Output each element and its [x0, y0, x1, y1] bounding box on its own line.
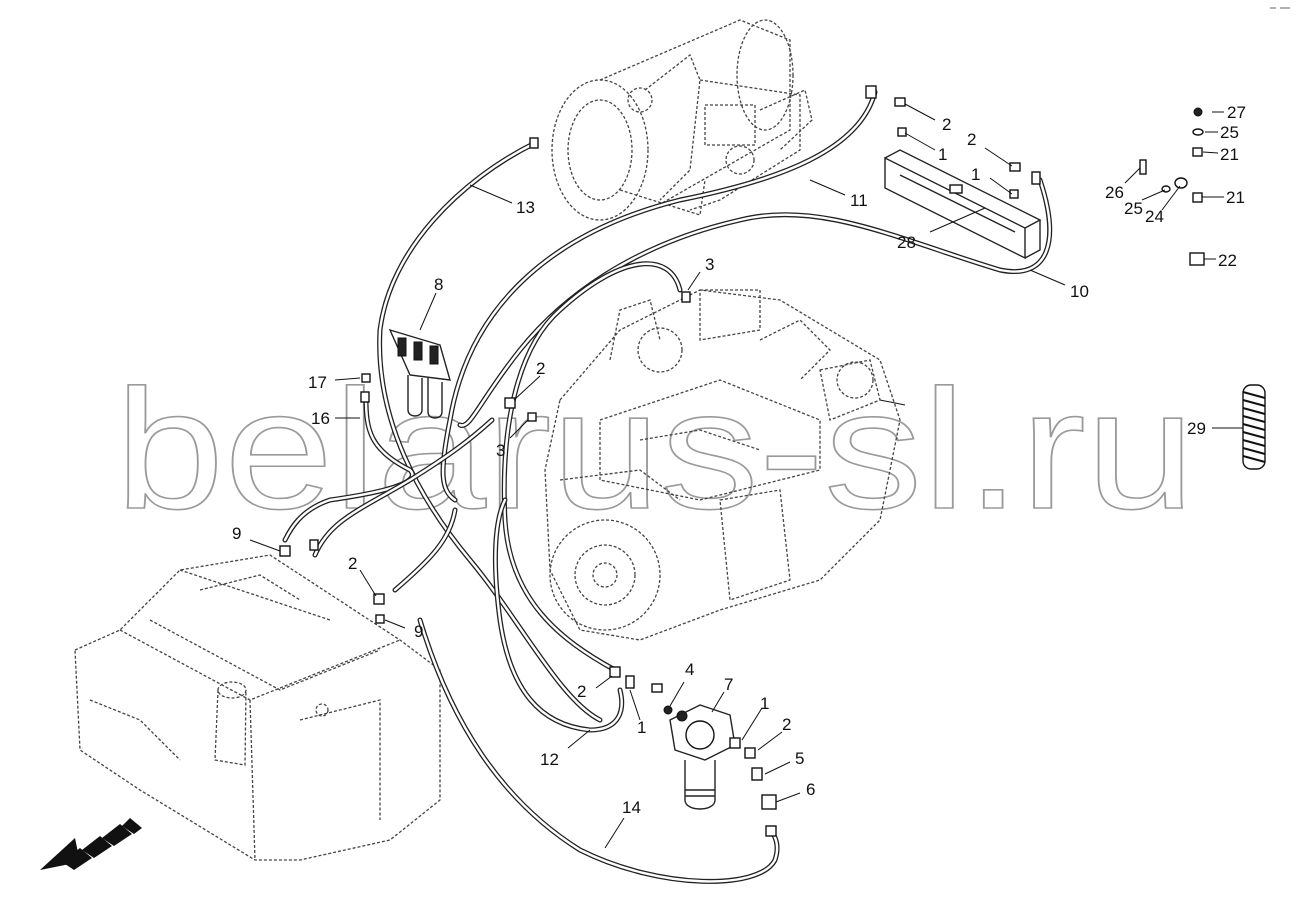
label-2: 2 — [967, 130, 976, 149]
label-10: 10 — [1070, 282, 1089, 301]
air-cleaner-assembly — [551, 19, 813, 221]
hoses — [282, 89, 1053, 884]
label-16: 16 — [311, 409, 330, 428]
fuel-tank — [74, 554, 441, 861]
label-2: 2 — [536, 359, 545, 378]
label-4: 4 — [685, 660, 694, 679]
label-12: 12 — [540, 750, 559, 769]
leader-lines — [249, 103, 1243, 849]
label-1: 1 — [637, 718, 646, 737]
label-2: 2 — [577, 682, 586, 701]
label-7: 7 — [724, 675, 733, 694]
watermark: belarus-sl.ru — [114, 354, 1196, 546]
label-21: 21 — [1226, 188, 1245, 207]
label-28: 28 — [897, 233, 916, 252]
label-3: 3 — [496, 441, 505, 460]
label-25: 25 — [1124, 199, 1143, 218]
fuel-cooler-28 — [884, 149, 1042, 260]
label-9: 9 — [232, 524, 241, 543]
label-26: 26 — [1105, 183, 1124, 202]
label-17: 17 — [308, 373, 327, 392]
label-21: 21 — [1220, 145, 1239, 164]
label-22: 22 — [1218, 251, 1237, 270]
label-3: 3 — [705, 255, 714, 274]
direction-arrow-icon — [40, 818, 142, 870]
label-2: 2 — [348, 554, 357, 573]
label-24: 24 — [1145, 207, 1164, 226]
engine-block — [544, 289, 906, 641]
label-1: 1 — [971, 165, 980, 184]
label-8: 8 — [434, 275, 443, 294]
label-25: 25 — [1220, 123, 1239, 142]
label-29: 29 — [1187, 419, 1206, 438]
prefilter-8 — [388, 328, 451, 419]
part-labels: 2 1 2 1 27 25 21 26 25 24 21 22 29 28 10… — [232, 103, 1246, 817]
label-27: 27 — [1227, 103, 1246, 122]
label-9: 9 — [414, 622, 423, 641]
label-6: 6 — [806, 780, 815, 799]
label-14: 14 — [622, 798, 641, 817]
spring-hose-29 — [1242, 384, 1266, 470]
label-1: 1 — [760, 694, 769, 713]
label-2: 2 — [942, 115, 951, 134]
label-5: 5 — [795, 749, 804, 768]
label-13: 13 — [516, 198, 535, 217]
fuel-filter-7 — [669, 704, 736, 810]
watermark-text: belarus-sl.ru — [115, 355, 1195, 545]
label-2: 2 — [782, 715, 791, 734]
label-11: 11 — [850, 191, 868, 210]
label-1: 1 — [938, 145, 947, 164]
